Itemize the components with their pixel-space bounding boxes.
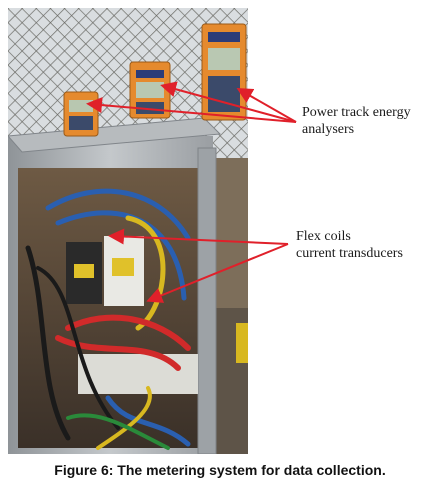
annotation-flex-coils-line-2: current transducers xyxy=(296,246,403,261)
arrow-analyser-3 xyxy=(236,88,297,123)
energy-analyser-2 xyxy=(129,61,171,119)
annotation-energy-analysers-line-2: analysers xyxy=(302,122,355,137)
annotation-energy-analysers-line-1: Power track energy xyxy=(302,105,411,120)
arrow-flex-coil-2 xyxy=(146,243,289,303)
annotation-flex-coils: Flex coils current transducers xyxy=(296,228,403,262)
arrow-flex-coil-1 xyxy=(108,228,289,245)
annotation-energy-analysers: Power track energy analysers xyxy=(302,104,411,138)
figure-caption: Figure 6: The metering system for data c… xyxy=(54,462,386,478)
annotation-flex-coils-line-1: Flex coils xyxy=(296,229,351,244)
arrow-analyser-2 xyxy=(160,81,297,123)
enclosure-lid xyxy=(8,117,222,153)
cables xyxy=(25,188,191,450)
photo-illustration xyxy=(8,8,248,454)
arrow-analyser-1 xyxy=(86,97,297,123)
yellow-object xyxy=(236,323,248,363)
terminal-block xyxy=(78,354,198,394)
metering-system-photo xyxy=(8,8,248,454)
circuit-breakers xyxy=(66,236,144,306)
